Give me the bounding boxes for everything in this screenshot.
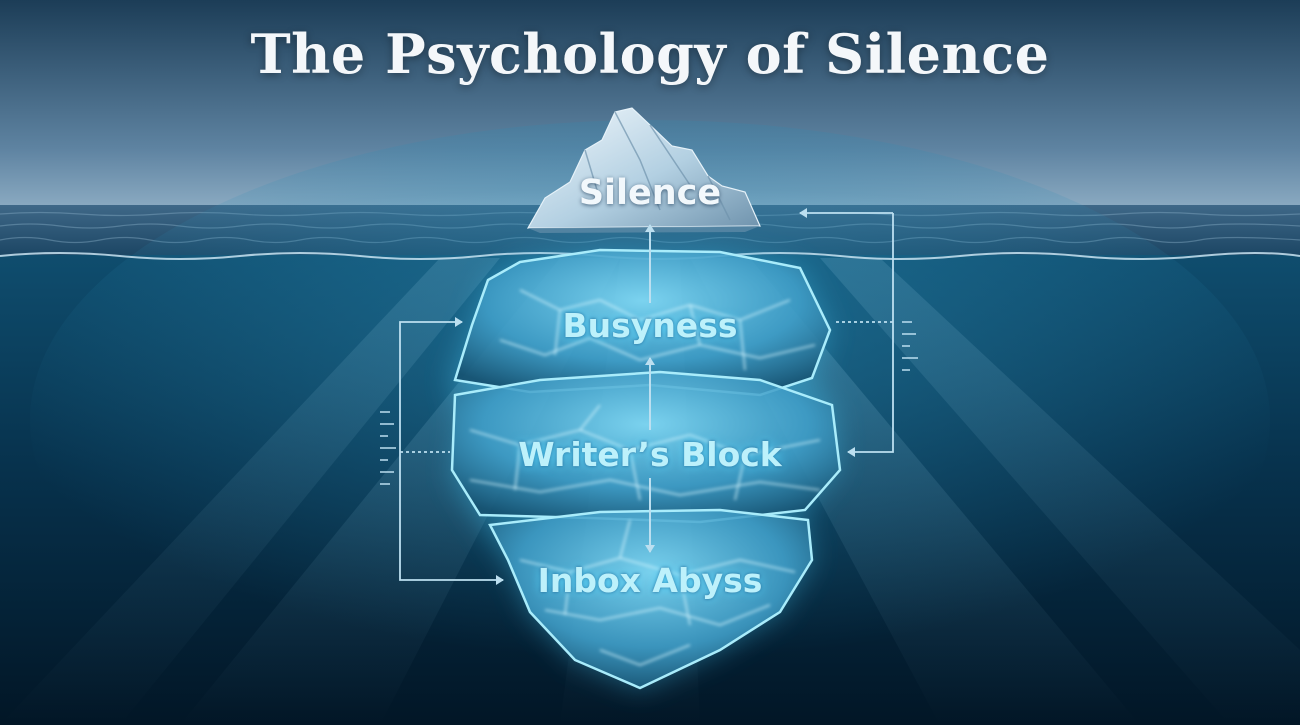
layer-label-writers-block: Writer’s Block bbox=[430, 435, 870, 474]
page-title: The Psychology of Silence bbox=[0, 22, 1300, 86]
layer-label-inbox-abyss: Inbox Abyss bbox=[430, 561, 870, 600]
layer-label-silence: Silence bbox=[430, 173, 870, 213]
layer-label-busyness: Busyness bbox=[430, 306, 870, 345]
